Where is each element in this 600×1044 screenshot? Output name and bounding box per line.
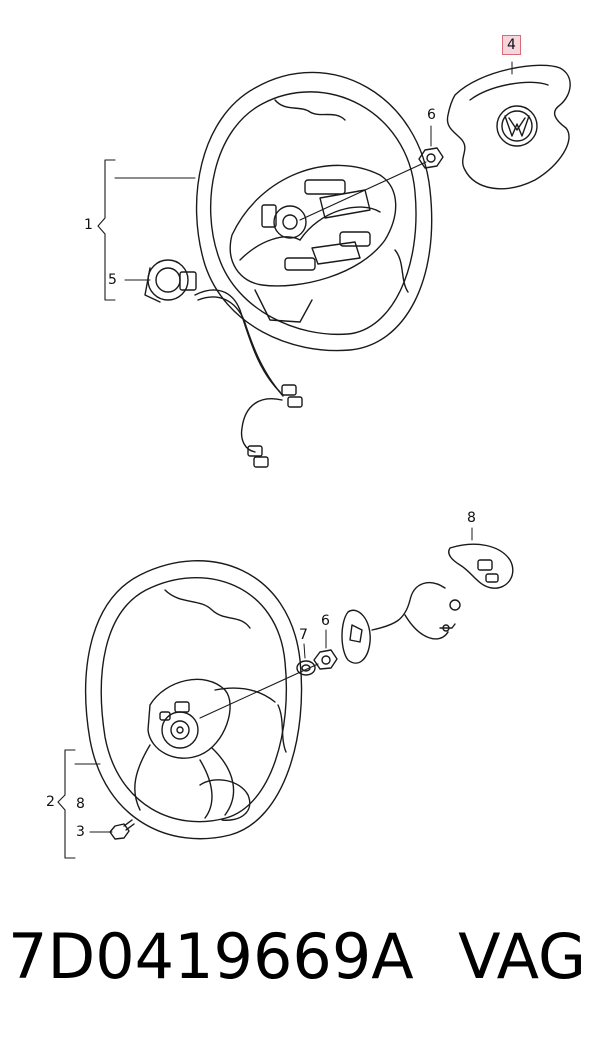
callout-5: 5 [108, 272, 117, 288]
brand-label: VAG [458, 920, 586, 993]
callout-8-top: 8 [467, 510, 476, 526]
bracket-1 [97, 159, 196, 301]
top-steering-wheel [195, 71, 433, 352]
callout-2: 2 [46, 794, 55, 810]
callout-4[interactable]: 4 [502, 35, 521, 55]
callout-1: 1 [84, 217, 93, 233]
bracket-2 [57, 749, 113, 859]
steering-wheel-exploded-diagram [57, 61, 571, 859]
clockspring [144, 259, 303, 468]
washer [296, 643, 316, 676]
bolt [109, 819, 135, 840]
multifunction-switch [341, 581, 461, 664]
nut-top [418, 125, 444, 169]
callout-8-sub: 8 [76, 796, 85, 812]
part-number: 7D0419669A [8, 920, 414, 993]
airbag-unit [446, 61, 571, 190]
trim-cover [448, 527, 514, 589]
bottom-steering-wheel [85, 560, 319, 840]
callout-7: 7 [299, 627, 308, 643]
nut-bottom [313, 629, 338, 670]
callout-6-top: 6 [427, 107, 436, 123]
footer: 7D0419669A VAG [0, 920, 600, 1010]
callout-3: 3 [76, 824, 85, 840]
callout-6-bottom: 6 [321, 613, 330, 629]
